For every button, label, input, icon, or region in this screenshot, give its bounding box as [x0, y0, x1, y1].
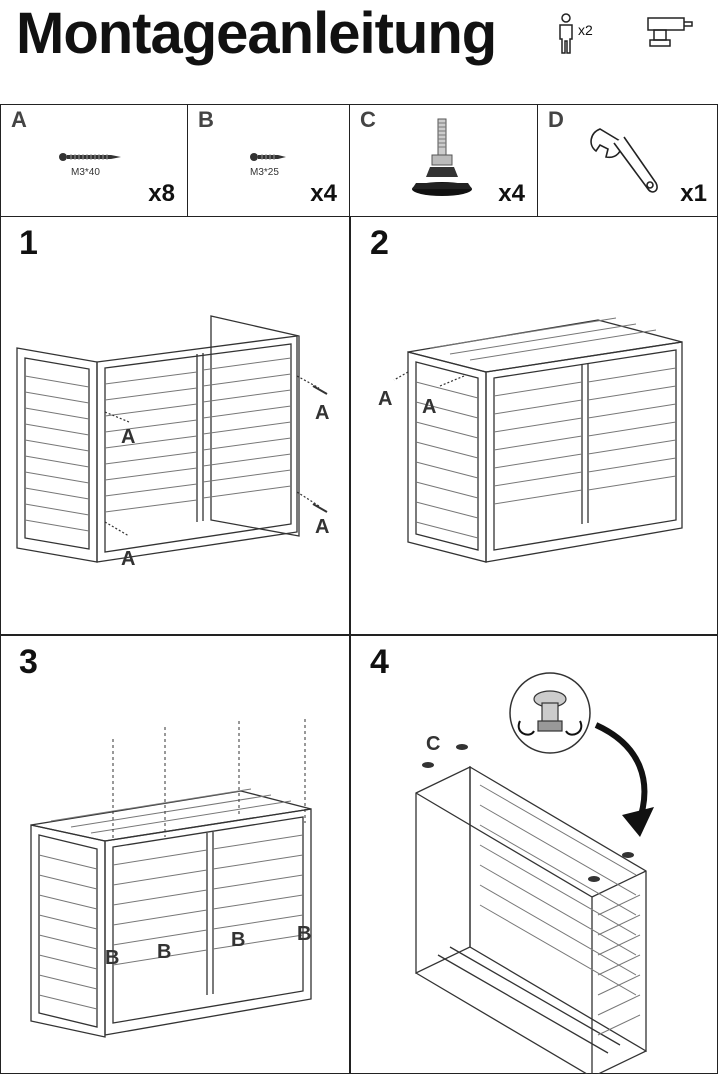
- page-title: Montageanleitung: [16, 1, 497, 66]
- person-icon: [559, 13, 573, 54]
- step-1: 1 A A A: [1, 216, 350, 634]
- step-4-illustration: [415, 672, 654, 1074]
- parts-table: A M3*40 x8 B M3*25 x4 C x4 D: [0, 104, 718, 217]
- step-3-illustration: [30, 719, 312, 1038]
- long-screw-icon: [59, 153, 121, 161]
- part-a: A M3*40 x8: [1, 105, 187, 216]
- step-4: 4: [350, 635, 699, 1074]
- drill-icon: [647, 17, 693, 47]
- step-2: 2 A A: [350, 216, 699, 634]
- wrench-icon: [590, 128, 658, 193]
- step-2-illustration: [393, 317, 683, 563]
- adjustable-foot-icon: [412, 118, 472, 196]
- header-icons: x2: [546, 8, 706, 58]
- persons-count: x2: [578, 22, 593, 38]
- steps-grid: 1 A A A: [0, 216, 718, 1074]
- part-b: B M3*25 x4: [187, 105, 349, 216]
- step-3: 3 B B B B: [1, 635, 350, 1074]
- step-1-illustration: [16, 315, 328, 563]
- short-screw-icon: [250, 153, 286, 161]
- part-c: C x4: [349, 105, 537, 216]
- part-d: D x1: [537, 105, 719, 216]
